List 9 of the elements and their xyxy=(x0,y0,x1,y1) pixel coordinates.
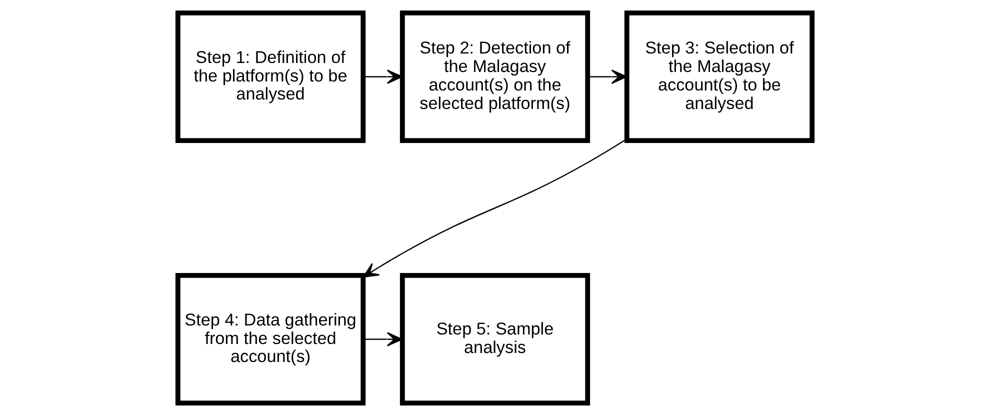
arrow xyxy=(587,70,627,84)
node-box: Step 3: Selection of the Malagasy account(s) to be analysed xyxy=(624,10,814,143)
arrow xyxy=(362,70,402,84)
node-box: Step 5: Sample analysis xyxy=(399,273,590,406)
node-box: Step 4: Data gathering from the selected account(s) xyxy=(174,273,366,406)
arrow xyxy=(362,332,402,346)
node-box: Step 1: Definition of the platform(s) to be analysed xyxy=(174,10,366,143)
arrow xyxy=(362,138,627,278)
node-box: Step 2: Detection of the Malagasy account(s) on the selected platform(s) xyxy=(399,10,590,143)
